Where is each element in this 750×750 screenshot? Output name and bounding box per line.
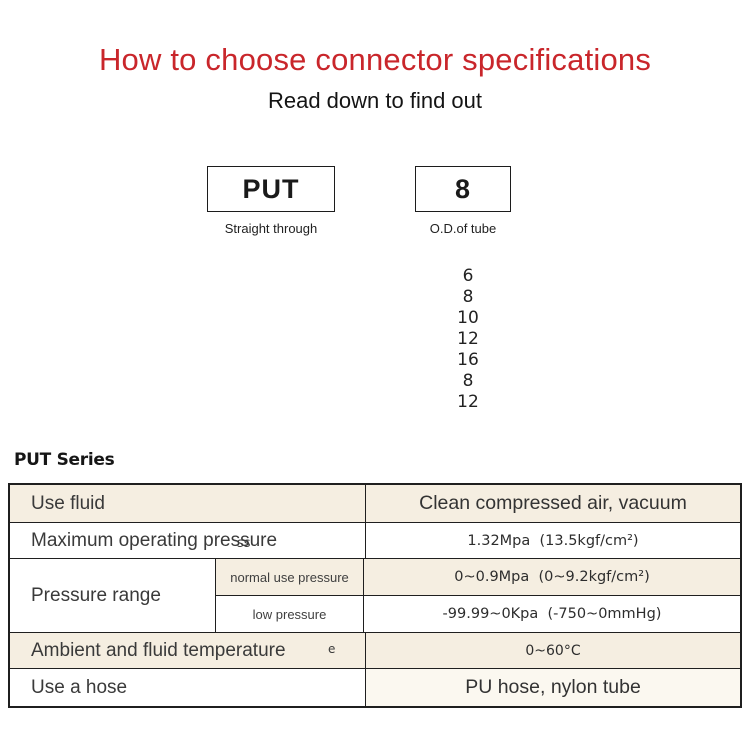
row-label: Use fluid bbox=[31, 492, 105, 514]
page-subtitle: Read down to find out bbox=[267, 88, 483, 113]
pressure-range-subrows: normal use pressure 0~0.9Mpa (0~9.2kgf/c… bbox=[215, 559, 740, 632]
subrow-low-pressure: low pressure -99.99~0Kpa (-750~0mmHg) bbox=[215, 596, 740, 632]
model-code-box-size: 8 bbox=[415, 166, 511, 212]
row-label-cell: Pressure range bbox=[10, 559, 215, 632]
row-value: PU hose, nylon tube bbox=[465, 676, 641, 698]
table-row-use-fluid: Use fluid Clean compressed air, vacuum bbox=[10, 485, 740, 522]
subrow-label-cell: low pressure bbox=[215, 596, 363, 632]
row-label-cell: Maximum operating pressure bbox=[10, 523, 365, 558]
row-value-cell: 1.32Mpa (13.5kgf/cm²) bbox=[365, 523, 740, 558]
row-label: Pressure range bbox=[31, 584, 161, 606]
tube-od-item: 16 bbox=[457, 350, 479, 370]
row-label-cell: Use a hose bbox=[10, 669, 365, 706]
row-value: Clean compressed air, vacuum bbox=[419, 492, 687, 514]
row-value: 0~60°C bbox=[525, 642, 581, 659]
print-overlap-artifact: e bbox=[328, 642, 336, 656]
row-value: 1.32Mpa (13.5kgf/cm²) bbox=[467, 532, 639, 549]
table-row-temperature: Ambient and fluid temperature 0~60°C bbox=[10, 632, 740, 668]
row-value-cell: Clean compressed air, vacuum bbox=[365, 485, 740, 522]
table-row-hose: Use a hose PU hose, nylon tube bbox=[10, 668, 740, 706]
tube-od-item: 8 bbox=[462, 287, 474, 307]
model-code-series-text: PUT bbox=[242, 173, 300, 204]
row-label: Maximum operating pressure bbox=[31, 529, 278, 551]
tube-od-item: 10 bbox=[457, 308, 479, 328]
row-label: Ambient and fluid temperature bbox=[31, 639, 286, 661]
row-label-cell: Ambient and fluid temperature bbox=[10, 633, 365, 668]
model-code-caption-series: Straight through bbox=[224, 221, 318, 236]
tube-od-item: 12 bbox=[457, 392, 479, 412]
row-label-cell: Use fluid bbox=[10, 485, 365, 522]
series-heading: PUT Series bbox=[14, 450, 115, 470]
print-overlap-artifact: ss bbox=[237, 536, 251, 551]
row-value-cell: 0~60°C bbox=[365, 633, 740, 668]
tube-od-item: 6 bbox=[462, 266, 474, 286]
subrow-value-cell: 0~0.9Mpa (0~9.2kgf/cm²) bbox=[363, 559, 740, 595]
subrow-normal-pressure: normal use pressure 0~0.9Mpa (0~9.2kgf/c… bbox=[215, 559, 740, 596]
spec-table: Use fluid Clean compressed air, vacuum M… bbox=[8, 483, 742, 708]
subrow-value: 0~0.9Mpa (0~9.2kgf/cm²) bbox=[454, 569, 650, 585]
table-row-max-pressure: Maximum operating pressure 1.32Mpa (13.5… bbox=[10, 522, 740, 558]
row-label: Use a hose bbox=[31, 676, 128, 698]
table-row-pressure-range: Pressure range normal use pressure 0~0.9… bbox=[10, 558, 740, 632]
row-value-cell: PU hose, nylon tube bbox=[365, 669, 740, 706]
model-code-box-series: PUT bbox=[207, 166, 335, 212]
subrow-value-cell: -99.99~0Kpa (-750~0mmHg) bbox=[363, 596, 740, 632]
model-code-size-text: 8 bbox=[454, 173, 472, 204]
tube-od-item: 12 bbox=[457, 329, 479, 349]
tube-od-item: 8 bbox=[462, 371, 474, 391]
tube-od-list: 6 8 10 12 16 8 12 bbox=[438, 266, 498, 413]
subrow-label-cell: normal use pressure bbox=[215, 559, 363, 595]
model-code-caption-size: O.D.of tube bbox=[429, 221, 497, 236]
subrow-value: -99.99~0Kpa (-750~0mmHg) bbox=[442, 606, 662, 622]
subrow-label: normal use pressure bbox=[230, 569, 349, 585]
page-title: How to choose connector specifications bbox=[98, 42, 652, 77]
subrow-label: low pressure bbox=[252, 606, 327, 622]
